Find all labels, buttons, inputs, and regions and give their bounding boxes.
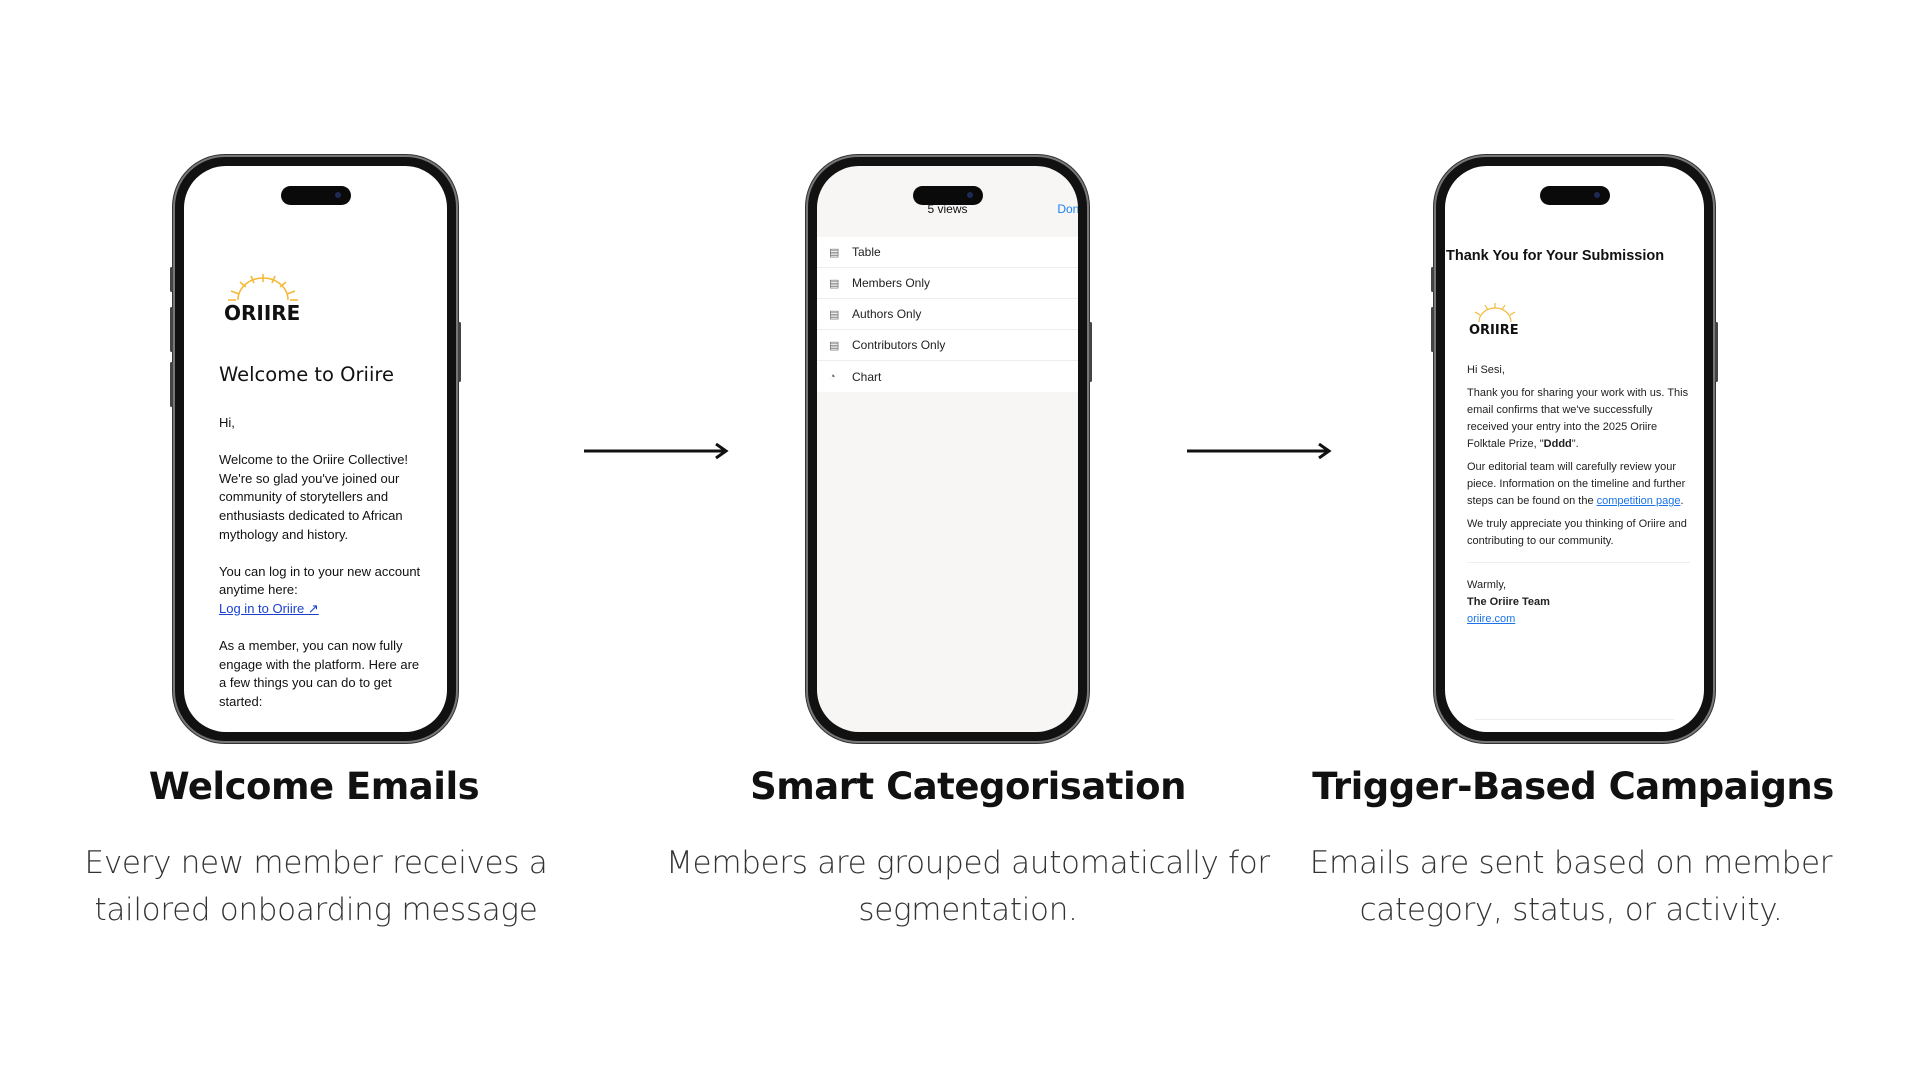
team-name: The Oriire Team (1467, 596, 1550, 608)
divider (1467, 562, 1690, 563)
login-paragraph: You can log in to your new account anyti… (219, 563, 421, 598)
svg-text:ORIIRE: ORIIRE (1469, 323, 1519, 338)
dynamic-island (280, 186, 351, 205)
view-item-table[interactable]: ▤Table (817, 237, 1078, 268)
svg-text:ORIIRE: ORIIRE (224, 301, 300, 325)
arrow-right-icon (1187, 443, 1332, 459)
greeting: Hi Sesi, (1467, 364, 1505, 376)
views-title: 5 views (927, 202, 968, 216)
confirmation-paragraph: Thank you for sharing your work with us.… (1467, 387, 1689, 450)
done-button[interactable]: Done (1057, 202, 1078, 216)
panel-title-campaigns: Trigger-Based Campaigns (1312, 765, 1834, 808)
views-list: ▤Table ▤Members Only ▤Authors Only ▤Cont… (817, 237, 1078, 392)
phone-welcome-email: ORIIRE Welcome to Oriire Hi, Welcome to … (170, 155, 461, 743)
login-link[interactable]: Log in to Oriire ↗ (219, 600, 319, 616)
view-item-authors-only[interactable]: ▤Authors Only (817, 299, 1078, 330)
email-screen: ORIIRE Welcome to Oriire Hi, Welcome to … (184, 166, 447, 732)
table-icon: ▤ (829, 277, 840, 290)
greeting: Hi, (219, 415, 235, 430)
phone-views-list: 5 views Done ▤Table ▤Members Only ▤Autho… (806, 155, 1092, 743)
views-screen: 5 views Done ▤Table ▤Members Only ▤Autho… (817, 166, 1078, 732)
email-screen: Thank You for Your Submission ORIIRE Hi … (1445, 166, 1704, 732)
dynamic-island (1539, 186, 1610, 205)
arrow-right-icon (584, 443, 729, 459)
table-icon: ▤ (829, 339, 840, 352)
view-item-members-only[interactable]: ▤Members Only (817, 268, 1078, 299)
phone-submission-email: Thank You for Your Submission ORIIRE Hi … (1431, 155, 1718, 743)
dynamic-island (912, 186, 983, 205)
divider (1475, 719, 1674, 720)
oriire-logo: ORIIRE (1465, 302, 1525, 340)
competition-page-link[interactable]: competition page (1596, 495, 1681, 507)
email-heading: Thank You for Your Submission (1446, 248, 1665, 264)
signoff: Warmly, (1467, 579, 1507, 591)
panel-title-categorisation: Smart Categorisation (750, 765, 1186, 808)
chart-icon: ◔ (829, 370, 836, 383)
email-heading: Welcome to Oriire (219, 363, 394, 386)
site-link[interactable]: oriire.com (1467, 613, 1516, 625)
panel-title-welcome: Welcome Emails (148, 765, 480, 808)
table-icon: ▤ (829, 246, 840, 259)
intro-paragraph: Welcome to the Oriire Collective! We're … (219, 452, 409, 542)
review-paragraph: Our editorial team will carefully review… (1467, 461, 1686, 507)
table-icon: ▤ (829, 308, 840, 321)
view-item-chart[interactable]: ◔Chart (817, 361, 1078, 392)
member-paragraph: As a member, you can now fully engage wi… (219, 638, 420, 709)
oriire-logo: ORIIRE (218, 272, 308, 327)
appreciation-paragraph: We truly appreciate you thinking of Orii… (1467, 518, 1687, 547)
view-item-contributors-only[interactable]: ▤Contributors Only (817, 330, 1078, 361)
